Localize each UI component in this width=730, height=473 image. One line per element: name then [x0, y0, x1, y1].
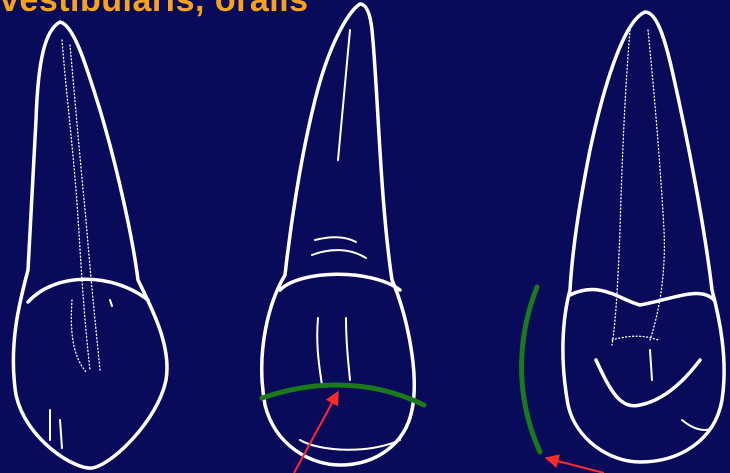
green-contour-line-crown [262, 385, 424, 405]
incisor-oral-view-icon [262, 4, 414, 465]
pointer-arrow-profile [546, 458, 604, 473]
incisor-proximal-view-icon [563, 12, 724, 462]
green-contour-line-profile [522, 287, 540, 452]
incisor-vestibular-view-icon [13, 22, 167, 468]
